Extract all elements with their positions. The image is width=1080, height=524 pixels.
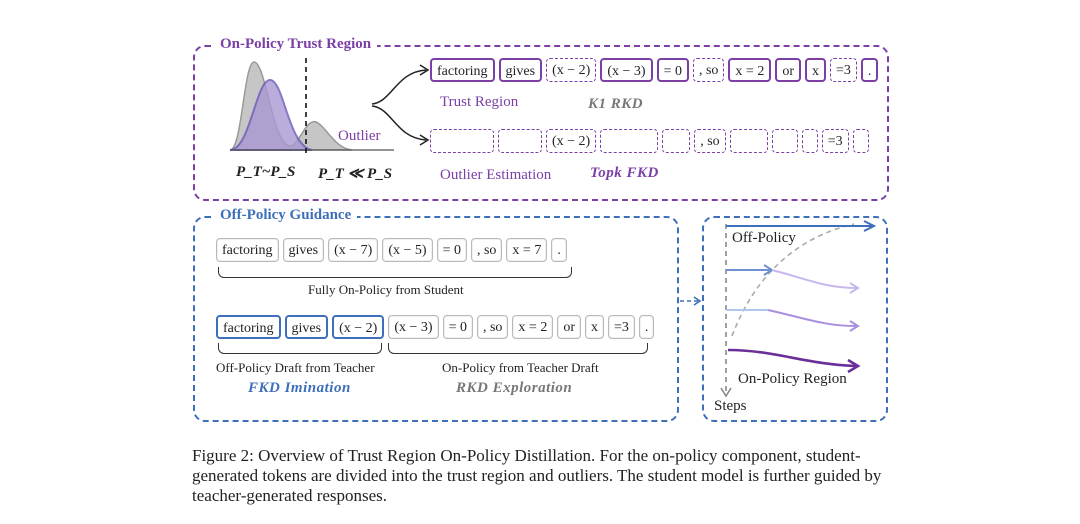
on-policy-method-label: RKD Exploration — [456, 380, 573, 396]
student-token: (x − 3) — [388, 315, 439, 339]
student-token: or — [557, 315, 581, 339]
branch-arrows — [371, 64, 430, 146]
trust-region-label: Trust Region — [440, 94, 519, 110]
dist-label-left: P_T~P_S — [236, 164, 296, 180]
trust-token: . — [860, 58, 879, 82]
trust-token: x — [805, 58, 826, 82]
outlier-method-label: Topk FKD — [590, 165, 659, 181]
on-policy-brace — [388, 343, 648, 354]
outlier-slot — [600, 129, 659, 153]
steps-label: Steps — [714, 398, 747, 414]
outlier-slot — [852, 129, 869, 153]
on-policy-title: On-Policy Trust Region — [214, 36, 378, 53]
on-policy-region-label: On-Policy Region — [738, 371, 847, 387]
trust-method-label: K1 RKD — [588, 96, 644, 112]
teacher-token: gives — [284, 315, 329, 339]
student-token: x — [585, 315, 604, 339]
student-token: . — [638, 315, 655, 339]
outlier-slot — [498, 129, 542, 153]
outlier-token: , so — [692, 58, 725, 82]
trajectory-panel — [702, 216, 888, 422]
outlier-token: =3 — [830, 58, 857, 82]
student-token: x = 2 — [512, 315, 554, 339]
trust-token: or — [775, 58, 801, 82]
student-token: . — [551, 238, 567, 262]
trust-token: (x − 3) — [600, 58, 653, 82]
student-brace — [218, 267, 572, 278]
student-token: = 0 — [436, 238, 467, 262]
outlier-slot — [430, 129, 494, 153]
outlier-estimation-label: Outlier Estimation — [440, 167, 552, 183]
teacher-token: factoring — [216, 315, 281, 339]
outlier-token: , so — [694, 129, 726, 153]
mixed-token-row: factoring gives (x − 2) (x − 3) = 0 , so… — [216, 315, 655, 339]
trust-token: gives — [498, 58, 543, 82]
off-policy-panel — [193, 216, 679, 422]
trust-token: factoring — [430, 58, 495, 82]
teacher-method-label: FKD Imination — [248, 380, 351, 396]
off-policy-title: Off-Policy Guidance — [214, 207, 358, 224]
trust-token-row: factoring gives (x − 2) (x − 3) = 0 , so… — [430, 58, 879, 82]
dist-label-right: P_T ≪ P_S — [318, 166, 393, 182]
outlier-label: Outlier — [338, 128, 381, 144]
outlier-slot — [801, 129, 818, 153]
outlier-slot — [771, 129, 798, 153]
outlier-token-row: (x − 2) , so =3 — [430, 129, 869, 153]
student-token: gives — [282, 238, 325, 262]
on-policy-draft-label: On-Policy from Teacher Draft — [442, 360, 599, 375]
distribution-plot — [229, 58, 394, 156]
on-policy-panel — [193, 45, 889, 201]
teacher-token: (x − 2) — [332, 315, 385, 339]
student-token: , so — [470, 238, 503, 262]
trajectory-plot — [720, 220, 877, 398]
outlier-token: (x − 2) — [546, 129, 597, 153]
student-token-row: factoring gives (x − 7) (x − 5) = 0 , so… — [216, 238, 567, 262]
student-label: Fully On-Policy from Student — [308, 282, 464, 297]
outlier-token: (x − 2) — [546, 58, 597, 82]
outlier-slot — [729, 129, 768, 153]
trust-token: x = 2 — [728, 58, 772, 82]
student-token: , so — [476, 315, 509, 339]
student-token: = 0 — [442, 315, 473, 339]
outlier-slot — [662, 129, 691, 153]
outlier-token: =3 — [821, 129, 849, 153]
figure-caption: Figure 2: Overview of Trust Region On-Po… — [192, 446, 882, 505]
off-policy-label: Off-Policy — [732, 230, 796, 246]
student-token: x = 7 — [506, 238, 548, 262]
student-distribution — [229, 78, 313, 151]
student-token: (x − 5) — [382, 238, 433, 262]
teacher-brace — [218, 343, 382, 354]
teacher-draft-label: Off-Policy Draft from Teacher — [216, 360, 375, 375]
student-token: (x − 7) — [328, 238, 379, 262]
student-token: factoring — [216, 238, 279, 262]
trust-token: = 0 — [656, 58, 689, 82]
student-token: =3 — [608, 315, 635, 339]
connector-arrow — [680, 296, 702, 306]
